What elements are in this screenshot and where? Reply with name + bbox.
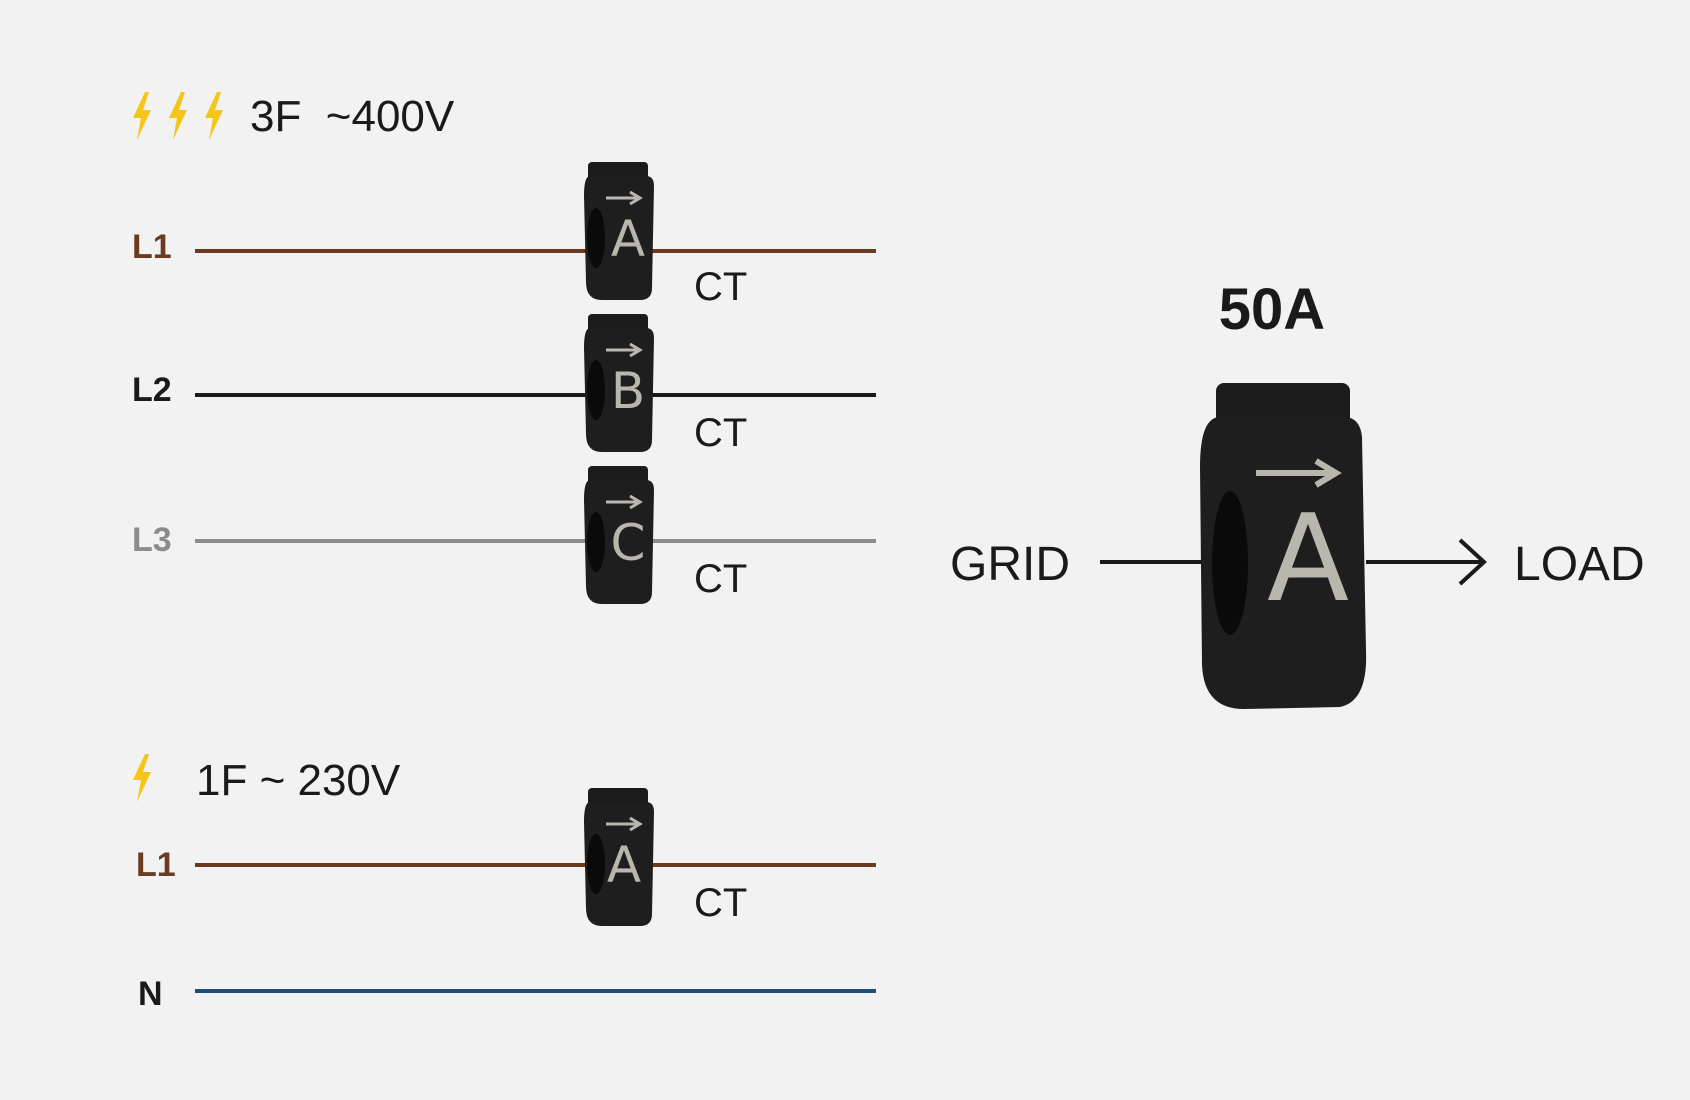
ct-letter-a: A (611, 210, 645, 268)
load-label: LOAD (1514, 538, 1645, 591)
current-transformer-large: A (1200, 383, 1366, 709)
line-label-l2: L2 (132, 371, 172, 409)
grid-label: GRID (950, 538, 1070, 591)
lightning-bolt-icon (205, 92, 223, 140)
line-label-n: N (138, 975, 163, 1013)
ct-letter-large: A (1267, 490, 1349, 629)
current-transformer-a: A (582, 788, 656, 928)
single-phase-title: 1F ~ 230V (196, 756, 401, 805)
ct-letter-c: C (611, 514, 646, 572)
line-label-l1: L1 (132, 228, 172, 266)
lightning-bolt-icon (133, 92, 151, 140)
ct-label: CT (694, 881, 747, 925)
current-transformer-c: C (582, 466, 656, 606)
ct-letter-a: A (607, 836, 641, 894)
phase-line-l2: L2 B CT (132, 314, 876, 455)
single-phase-header: 1F ~ 230V (133, 754, 401, 805)
single-phase-line-l1: L1 A CT (136, 788, 876, 928)
lightning-bolt-icon (169, 92, 187, 140)
ct-detail: 50A GRID A LOAD (950, 277, 1645, 709)
three-phase-title: 3F ~400V (250, 92, 455, 141)
ct-rating: 50A (1219, 277, 1325, 342)
three-phase-header: 3F ~400V (133, 92, 455, 141)
current-transformer-a: A (582, 162, 656, 302)
line-label-l3: L3 (132, 521, 172, 559)
line-label-l1: L1 (136, 846, 176, 884)
ct-letter-b: B (611, 362, 645, 420)
phase-line-l1: L1 A CT (132, 162, 876, 309)
ct-label: CT (694, 557, 747, 601)
phase-line-l3: L3 C CT (132, 466, 876, 606)
lightning-bolt-icon (133, 754, 151, 802)
arrow-right-icon (1458, 538, 1487, 586)
ct-label: CT (694, 265, 747, 309)
current-transformer-b: B (582, 314, 656, 454)
ct-label: CT (694, 411, 747, 455)
neutral-line: N (138, 975, 876, 1013)
